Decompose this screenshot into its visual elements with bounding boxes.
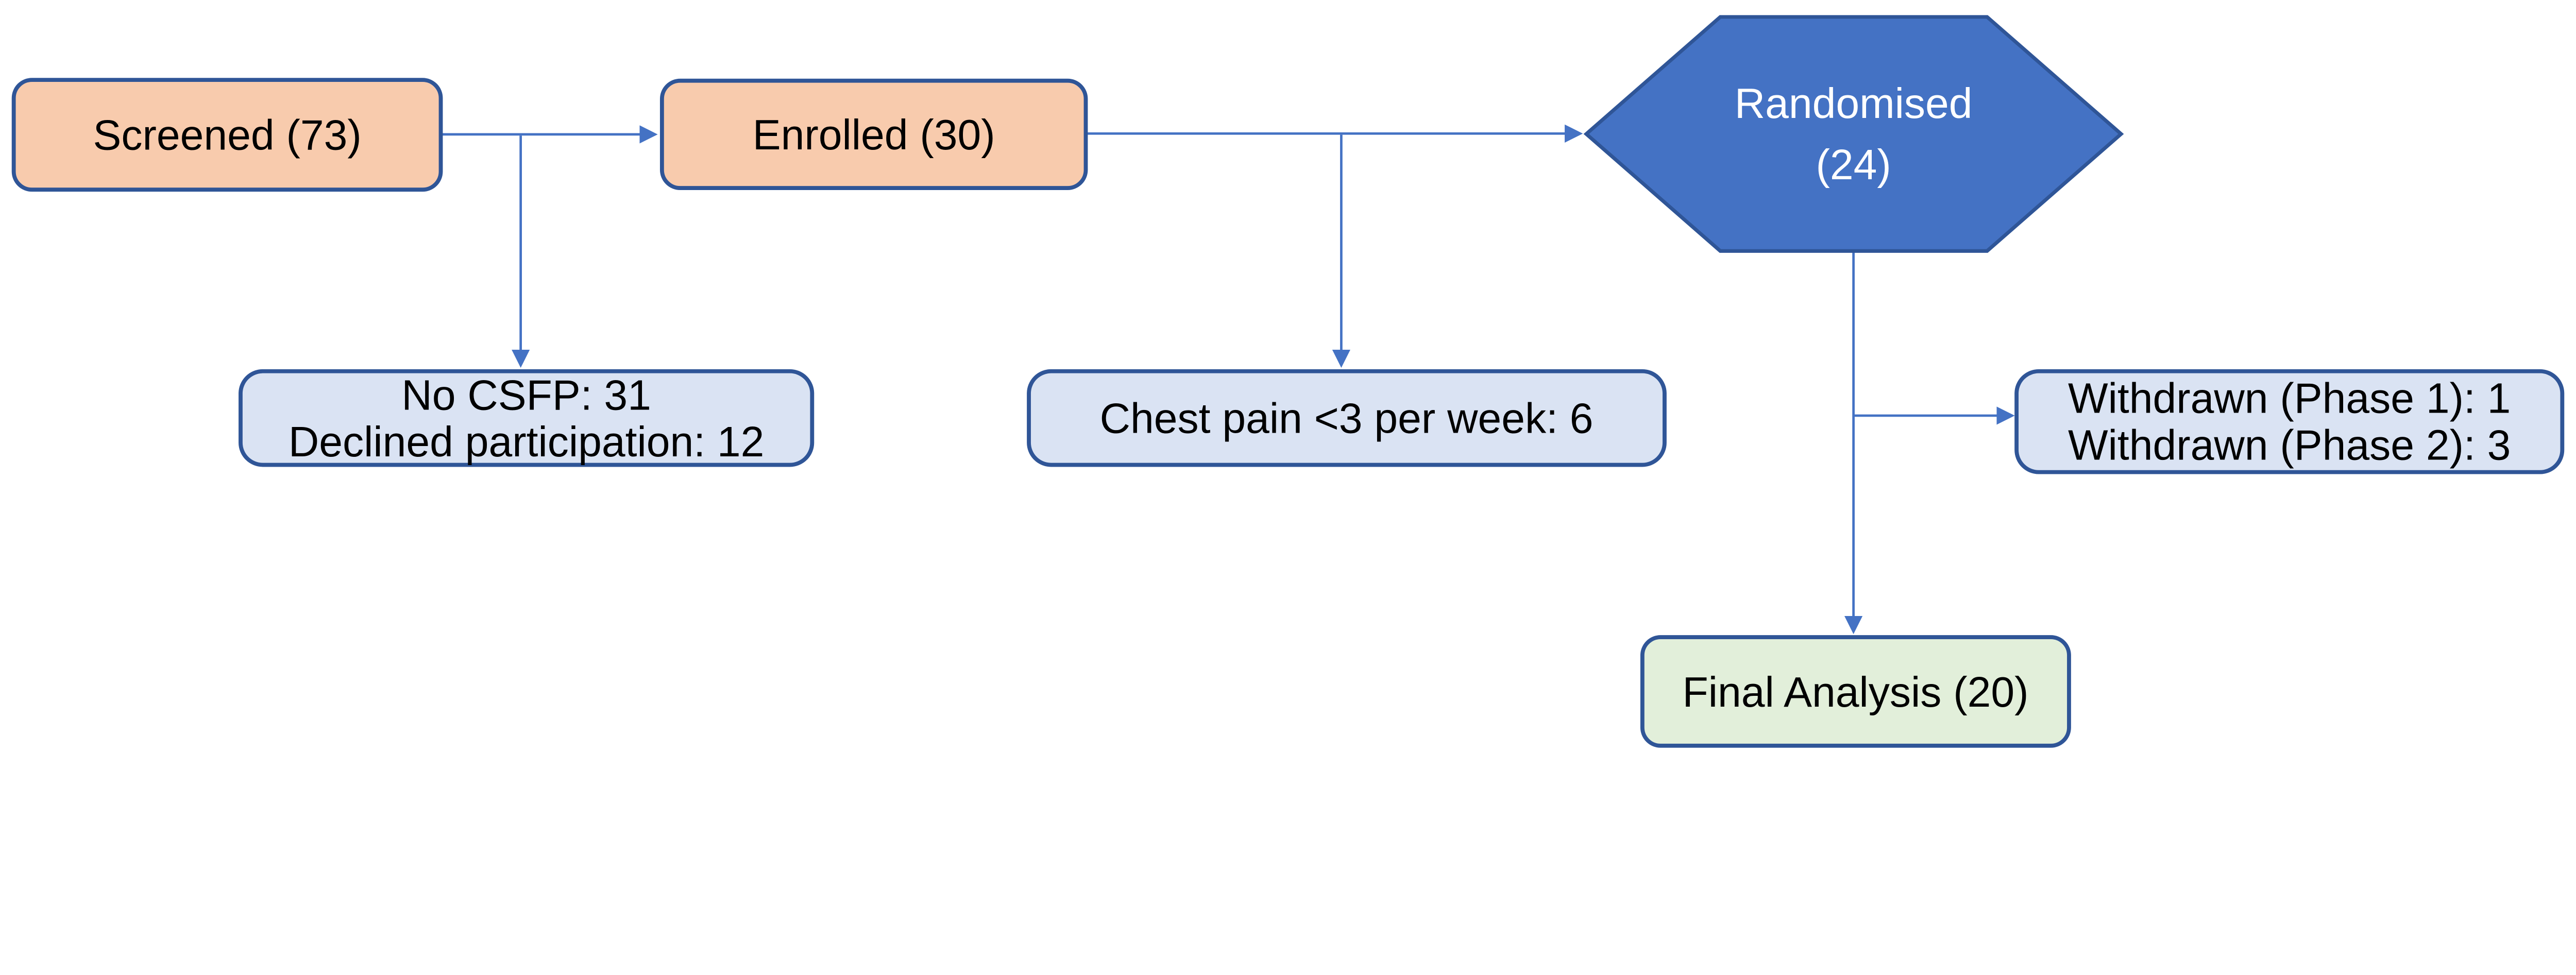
- randomised-label-line1: Randomised: [1735, 80, 1973, 127]
- randomised-label-line2: (24): [1816, 142, 1891, 189]
- consort-flow-diagram: Screened (73) Enrolled (30) Randomised (…: [11, 15, 2565, 748]
- withdrawn-box: [2014, 369, 2565, 474]
- withdrawn-label-line1: Withdrawn (Phase 1): 1: [2068, 375, 2511, 422]
- withdrawn-label-line2: Withdrawn (Phase 2): 3: [2068, 422, 2511, 469]
- screened-box: [11, 78, 443, 192]
- final-analysis-label: Final Analysis (20): [1683, 669, 2029, 716]
- flow-diagram-canvas: Screened (73) Enrolled (30) Randomised (…: [11, 15, 2565, 748]
- screened-label: Screened (73): [93, 112, 361, 159]
- no-csfp-label-line2: Declined participation: 12: [289, 419, 765, 466]
- chest-pain-box: [1027, 369, 1667, 467]
- final-analysis-box: [1640, 635, 2071, 748]
- no-csfp-box: [239, 369, 815, 467]
- no-csfp-label-line1: No CSFP: 31: [401, 372, 651, 419]
- chest-pain-label: Chest pain <3 per week: 6: [1100, 396, 1594, 442]
- randomised-hexagon: [1583, 15, 2124, 253]
- enrolled-label: Enrolled (30): [753, 112, 995, 159]
- enrolled-box: [659, 78, 1088, 191]
